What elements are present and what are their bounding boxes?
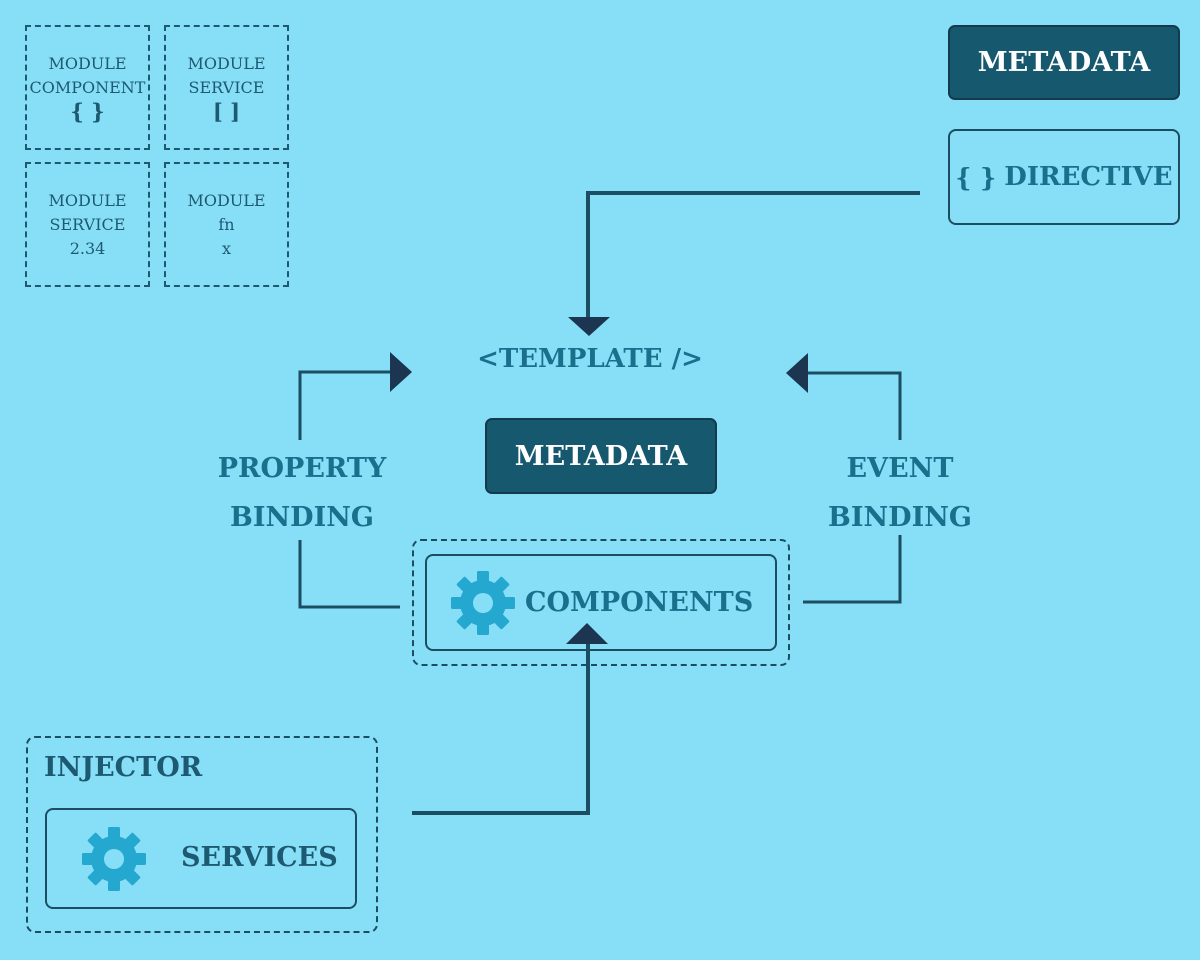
property-binding-line2: BINDING — [230, 502, 374, 533]
event-binding-line1: EVENT — [846, 453, 954, 484]
module-label: MODULE — [187, 53, 266, 73]
module-type: SERVICE — [188, 77, 265, 97]
directive-label: DIRECTIVE — [1004, 162, 1173, 192]
module-type: COMPONENT — [29, 77, 146, 97]
gear-icon — [82, 827, 146, 891]
components-group — [412, 539, 790, 666]
components-label: COMPONENTS — [525, 587, 754, 618]
module-type: SERVICE — [49, 214, 126, 234]
module-tile-service-value: MODULE SERVICE 2.34 — [25, 162, 150, 287]
components-box — [425, 554, 777, 651]
template-label: <TEMPLATE /> — [477, 344, 703, 374]
module-label: MODULE — [187, 190, 266, 210]
injector-title: INJECTOR — [44, 752, 203, 783]
services-box — [45, 808, 357, 909]
components-arrow-up — [566, 623, 608, 644]
gear-icon — [451, 571, 515, 635]
module-value: 2.34 — [69, 238, 106, 258]
metadata-box-top: METADATA — [948, 25, 1180, 100]
template-arrow-down — [568, 317, 610, 336]
module-tile-component: MODULE COMPONENT { } — [25, 25, 150, 150]
event-binding-arrow — [786, 353, 808, 393]
event-binding-line-top — [806, 371, 902, 440]
property-binding-label: PROPERTY BINDING — [200, 444, 404, 542]
module-tile-function: MODULE fn x — [164, 162, 289, 287]
metadata-box-center: METADATA — [485, 418, 717, 494]
injector-group — [26, 736, 378, 933]
property-binding-line-top — [298, 370, 392, 440]
services-label: SERVICES — [181, 842, 338, 873]
module-type: fn — [218, 214, 235, 234]
module-value: x — [221, 238, 232, 258]
module-symbol: { } — [70, 98, 105, 124]
module-label: MODULE — [48, 53, 127, 73]
property-binding-line-bottom — [298, 540, 400, 609]
directive-box: { } DIRECTIVE — [948, 129, 1180, 225]
module-tile-service-array: MODULE SERVICE [ ] — [164, 25, 289, 150]
property-binding-line1: PROPERTY — [217, 453, 387, 484]
event-binding-line-bottom — [803, 535, 902, 604]
directive-braces: { } — [955, 162, 997, 192]
metadata-label: METADATA — [977, 47, 1151, 78]
services-to-components-line — [412, 642, 590, 815]
module-label: MODULE — [48, 190, 127, 210]
metadata-label: METADATA — [514, 440, 688, 472]
module-symbol: [ ] — [212, 98, 241, 124]
event-binding-line2: BINDING — [828, 502, 972, 533]
event-binding-label: EVENT BINDING — [800, 444, 1000, 542]
directive-to-template-line — [586, 191, 920, 318]
property-binding-arrow — [390, 352, 412, 392]
